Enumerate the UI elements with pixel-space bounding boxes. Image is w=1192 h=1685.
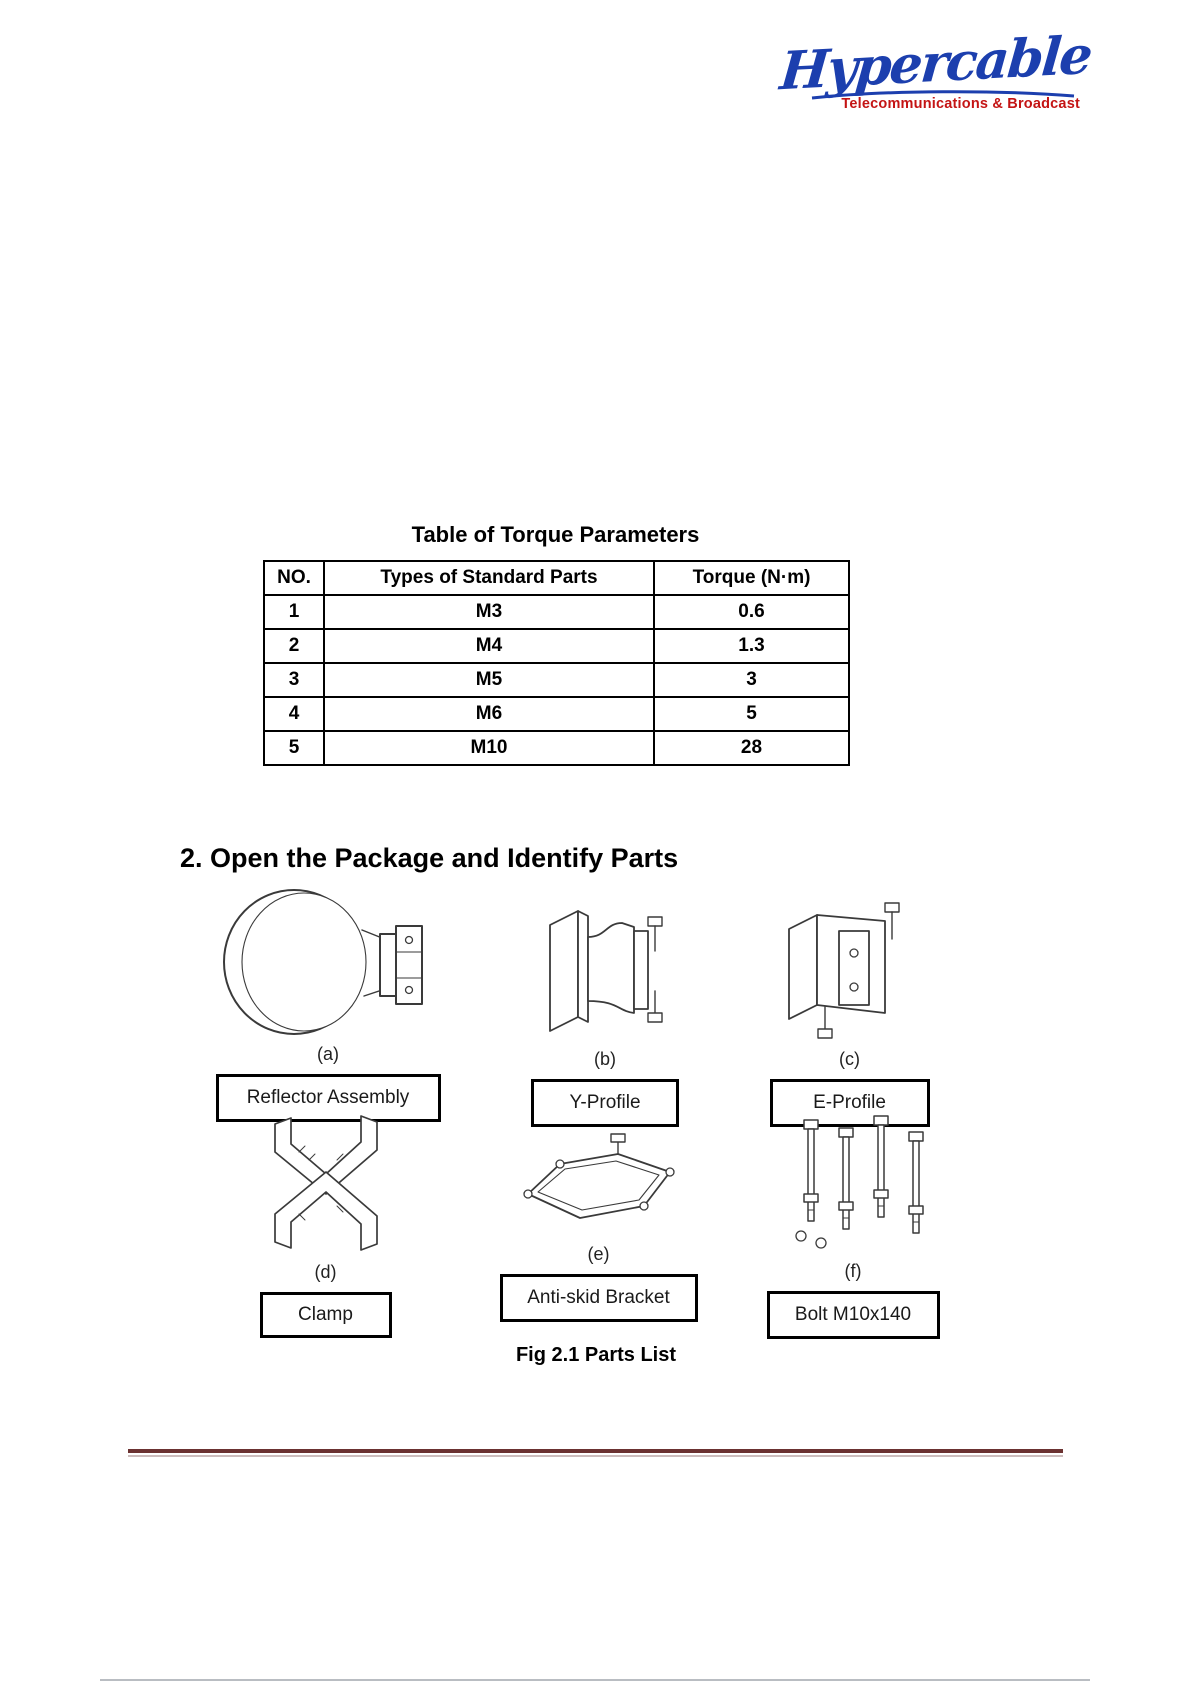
table-row: 4 M6 5 <box>263 696 850 732</box>
part-letter: (c) <box>839 1049 860 1069</box>
part-label: Y-Profile <box>569 1092 641 1113</box>
page-bottom-border <box>100 1679 1090 1681</box>
part-letter: (b) <box>594 1049 616 1069</box>
table-cell: 3 <box>263 662 325 698</box>
y-profile-illustration <box>549 910 663 1032</box>
part-label: Clamp <box>298 1304 353 1325</box>
e-profile-illustration <box>787 902 900 1039</box>
table-header-cell: Torque (N·m) <box>653 560 850 596</box>
part-label: Bolt M10x140 <box>794 1304 912 1325</box>
part-letter: (a) <box>317 1044 339 1064</box>
part-letter: (e) <box>587 1244 610 1264</box>
table-cell: M4 <box>323 628 655 664</box>
part-card-anti-skid-bracket: (e) Anti-skid Bracket <box>486 1122 711 1322</box>
table-cell: 0.6 <box>653 594 850 630</box>
footer-rule-thin-line <box>128 1455 1063 1457</box>
table-row: 1 M3 0.6 <box>263 594 850 630</box>
reflector-assembly-illustration <box>223 889 423 1035</box>
anti-skid-bracket-illustration <box>522 1133 675 1219</box>
table-cell: 4 <box>263 696 325 732</box>
part-letter: (f) <box>844 1261 862 1281</box>
table-cell: M10 <box>323 730 655 766</box>
clamp-illustration <box>273 1115 378 1251</box>
bolt-illustration <box>795 1115 924 1249</box>
hypercable-logo: Hypercable Telecommunications & Broadcas… <box>778 25 1094 112</box>
table-cell: M3 <box>323 594 655 630</box>
table-header-cell: Types of Standard Parts <box>323 560 655 596</box>
torque-table: NO. Types of Standard Parts Torque (N·m)… <box>263 560 850 766</box>
part-label: Anti-skid Bracket <box>527 1287 670 1308</box>
table-row: 3 M5 3 <box>263 662 850 698</box>
table-cell: 1 <box>263 594 325 630</box>
part-card-clamp: (d) Clamp <box>238 1108 413 1338</box>
table-cell: 1.3 <box>653 628 850 664</box>
table-row: 5 M10 28 <box>263 730 850 766</box>
table-cell: M5 <box>323 662 655 698</box>
footer-rule-thick-line <box>128 1449 1063 1453</box>
figure-caption: Fig 2.1 Parts List <box>515 1344 677 1366</box>
section-heading: 2. Open the Package and Identify Parts <box>180 843 679 873</box>
part-label: Reflector Assembly <box>246 1087 410 1108</box>
table-header-cell: NO. <box>263 560 325 596</box>
table-cell: 2 <box>263 628 325 664</box>
torque-table-title: Table of Torque Parameters <box>411 522 700 547</box>
table-cell: 5 <box>263 730 325 766</box>
table-row: 2 M4 1.3 <box>263 628 850 664</box>
part-letter: (d) <box>314 1262 337 1282</box>
logo-swash-stroke <box>811 90 1075 100</box>
part-label-box: Reflector Assembly <box>215 1074 441 1122</box>
table-cell: M6 <box>323 696 655 732</box>
part-label-box: Y-Profile <box>531 1079 679 1127</box>
part-card-y-profile: (b) Y-Profile <box>495 893 715 1127</box>
torque-header-row: NO. Types of Standard Parts Torque (N·m) <box>263 560 850 596</box>
table-cell: 3 <box>653 662 850 698</box>
logo-tagline-text: Telecommunications & Broadcast <box>841 96 1080 112</box>
table-cell: 28 <box>653 730 850 766</box>
part-card-reflector-assembly: (a) Reflector Assembly <box>208 888 448 1122</box>
part-card-e-profile: (c) E-Profile <box>742 893 957 1127</box>
footer-rule <box>128 1449 1063 1457</box>
table-cell: 5 <box>653 696 850 732</box>
part-label: E-Profile <box>813 1092 886 1113</box>
part-card-bolt: (f) Bolt M10x140 <box>758 1102 948 1339</box>
part-label-box: E-Profile <box>769 1079 930 1127</box>
part-label-box: Clamp <box>259 1292 392 1338</box>
part-label-box: Anti-skid Bracket <box>499 1274 698 1322</box>
part-label-box: Bolt M10x140 <box>766 1291 940 1339</box>
